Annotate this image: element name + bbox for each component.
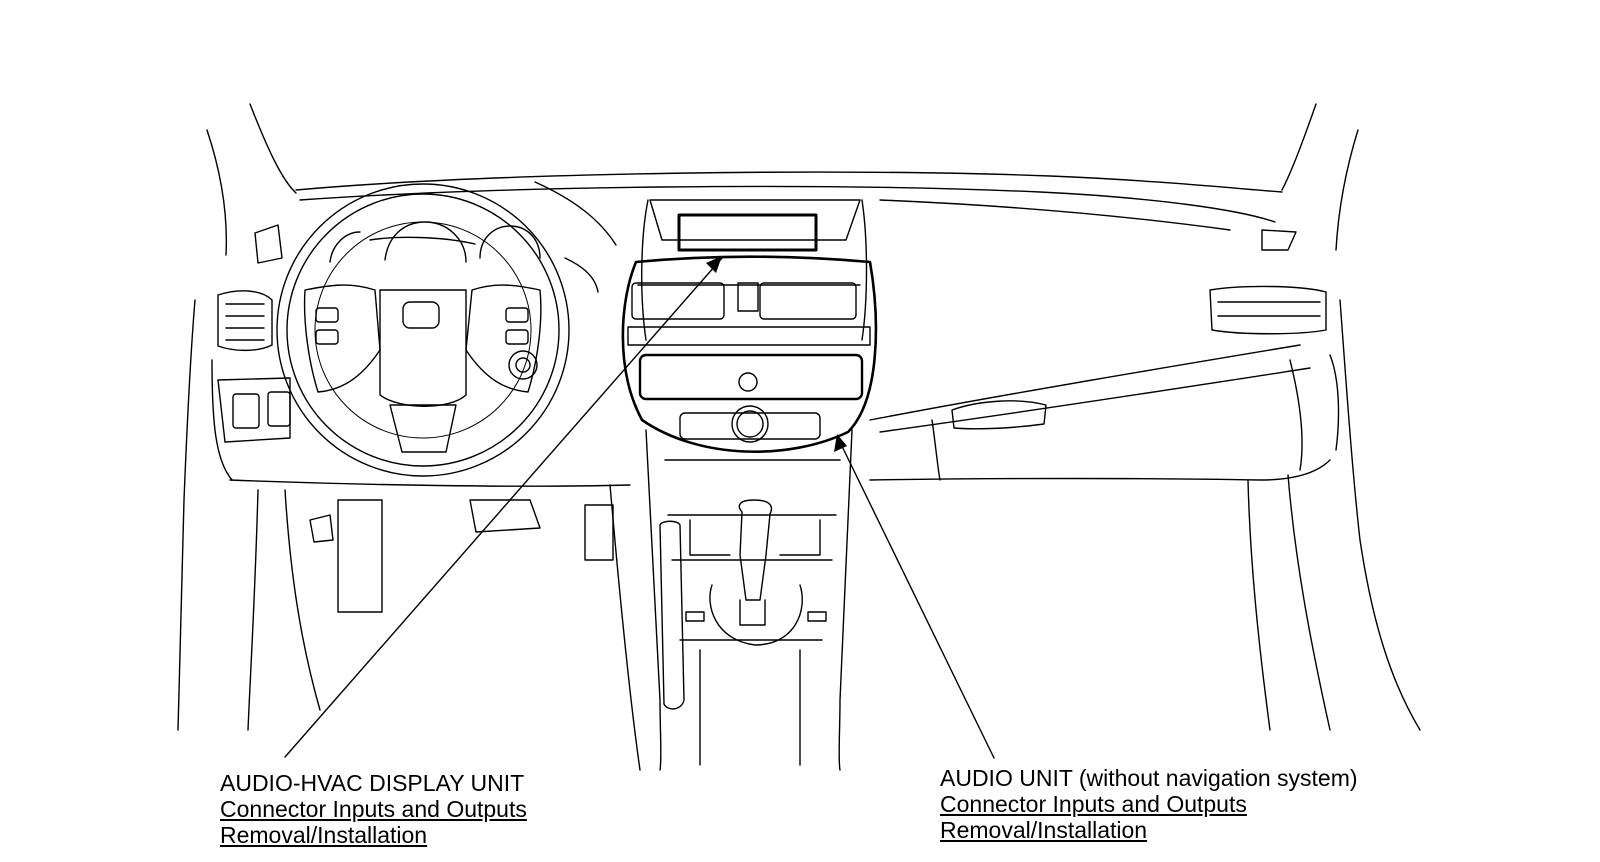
- right-side-vent: [1210, 230, 1326, 334]
- airbag-emblem-icon: [403, 302, 439, 328]
- instrument-cluster: [330, 222, 540, 262]
- center-console: [646, 430, 852, 770]
- dashboard-top-edge: [296, 172, 1282, 192]
- audio-hvac-display-unit: [679, 215, 816, 250]
- dashboard-upper-line: [300, 186, 1275, 222]
- right-a-pillar: [1282, 104, 1420, 730]
- leader-line-left: [285, 256, 722, 757]
- link-removal-installation[interactable]: Removal/Installation: [220, 822, 428, 848]
- leader-line-right: [834, 434, 994, 758]
- pedals: [310, 500, 613, 612]
- left-side-vent: [218, 225, 282, 350]
- ignition-switch: [509, 351, 537, 379]
- callout-title: AUDIO-HVAC DISPLAY UNIT: [220, 770, 525, 796]
- callout-title: AUDIO UNIT (without navigation system): [940, 765, 1358, 791]
- callout-audio-unit: AUDIO UNIT (without navigation system) C…: [940, 765, 1358, 843]
- callout-audio-hvac-display-unit: AUDIO-HVAC DISPLAY UNIT Connector Inputs…: [220, 770, 527, 848]
- gear-shifter-icon: [686, 500, 826, 645]
- link-connector-inputs-outputs[interactable]: Connector Inputs and Outputs: [220, 796, 527, 822]
- center-stack: [623, 200, 876, 452]
- glovebox-handle: [952, 401, 1046, 429]
- left-switch-panel: [233, 394, 259, 428]
- left-a-pillar: [178, 104, 296, 730]
- link-connector-inputs-outputs[interactable]: Connector Inputs and Outputs: [940, 791, 1247, 817]
- link-removal-installation[interactable]: Removal/Installation: [940, 817, 1148, 843]
- dashboard-lower-edge: [870, 345, 1300, 420]
- steering-wheel-icon: [277, 184, 569, 476]
- parking-brake-lever: [660, 521, 684, 709]
